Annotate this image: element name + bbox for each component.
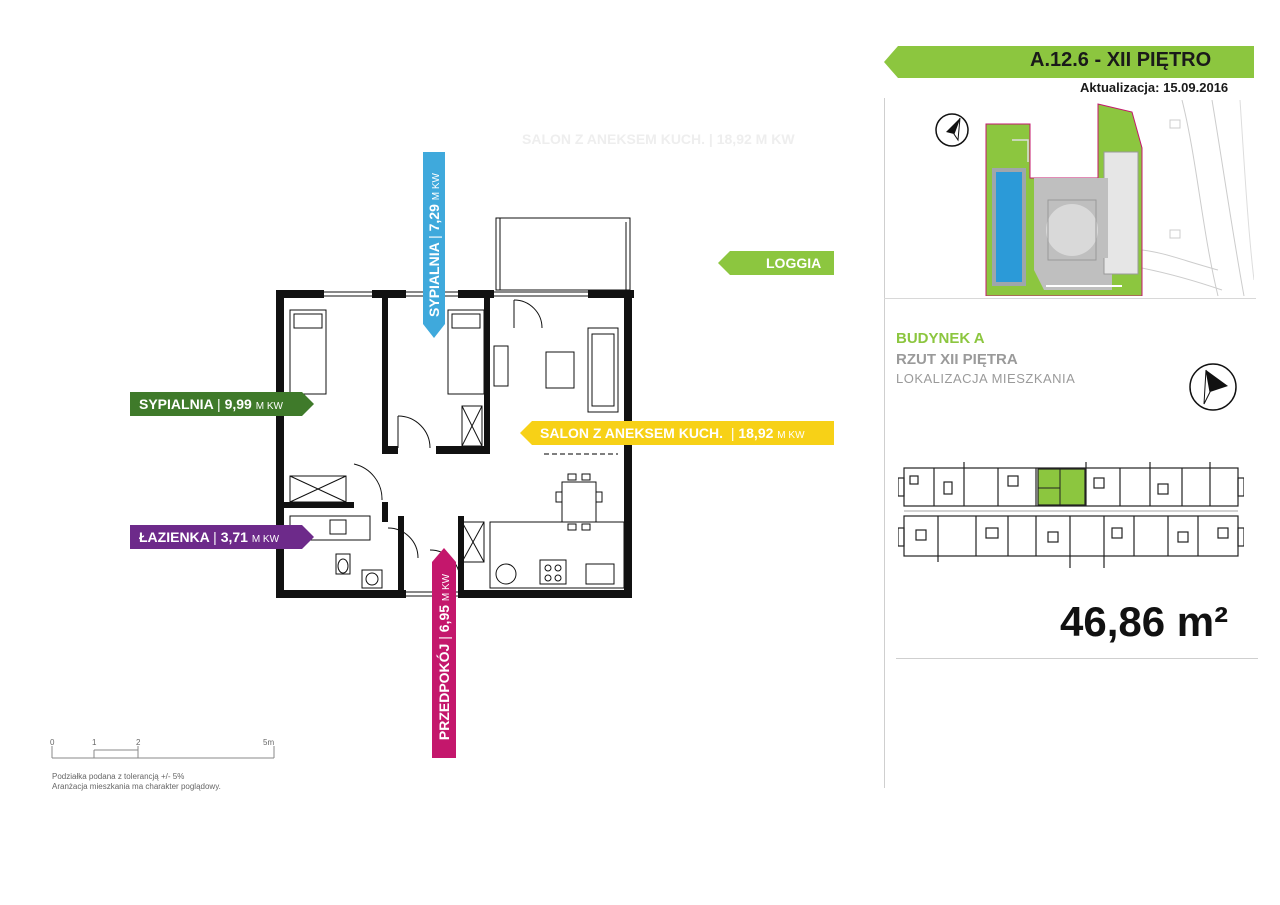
loggia-label-bg bbox=[718, 251, 834, 275]
note-tolerance: Podziałka podana z tolerancją +/- 5% bbox=[52, 772, 185, 781]
bedroom2-label-bg bbox=[423, 152, 445, 338]
note-arrangement: Aranżacja mieszkania ma charakter pogląd… bbox=[52, 782, 221, 791]
bedroom1-label: SYPIALNIA | 9,99 M KW bbox=[139, 396, 283, 412]
location-subtitle: LOKALIZACJA MIESZKANIA bbox=[896, 371, 1076, 386]
living-room-label-bg bbox=[520, 421, 834, 445]
bathroom-label: ŁAZIENKA | 3,71 M KW bbox=[139, 529, 280, 545]
bathroom-label-bg bbox=[130, 525, 314, 549]
scale-bar bbox=[51, 746, 275, 759]
notes: Podziałka podana z tolerancją +/- 5% Ara… bbox=[52, 772, 221, 792]
bedroom2-label: SYPIALNIA | 7,29 M KW bbox=[426, 173, 442, 317]
scale-tick-0: 0 bbox=[50, 738, 55, 747]
scale-tick-1: 1 bbox=[92, 738, 97, 747]
north-arrow-icon bbox=[1189, 363, 1237, 411]
update-date: Aktualizacja: 15.09.2016 bbox=[1080, 80, 1229, 95]
bedroom1-label-bg bbox=[130, 392, 314, 416]
apartment-tag-bg bbox=[884, 46, 1254, 78]
divider-area bbox=[896, 658, 1258, 659]
scale-tick-5: 5m bbox=[263, 738, 275, 747]
floor-title: RZUT XII PIĘTRA bbox=[896, 351, 1018, 368]
faint-duplicate-label: SALON Z ANEKSEM KUCH. | 18,92 M KW bbox=[522, 131, 795, 147]
site-plan bbox=[985, 100, 1254, 296]
loggia-label: LOGGIA bbox=[766, 255, 822, 271]
living-room-label: SALON Z ANEKSEM KUCH. | 18,92 M KW bbox=[540, 425, 805, 441]
building-title: BUDYNEK A bbox=[896, 330, 985, 347]
divider-vertical bbox=[884, 98, 885, 788]
hallway-label: PRZEDPOKÓJ | 6,95 M KW bbox=[436, 573, 452, 741]
floor-key-plan bbox=[898, 462, 1244, 568]
floor-plan bbox=[276, 217, 634, 598]
north-arrow-icon bbox=[935, 113, 969, 147]
apartment-area: 46,86 m² bbox=[1060, 598, 1229, 645]
hallway-label-bg bbox=[432, 548, 456, 758]
scale-tick-2: 2 bbox=[136, 738, 141, 747]
divider-site bbox=[884, 298, 1256, 299]
apartment-title: A.12.6 - XII PIĘTRO bbox=[1030, 49, 1212, 71]
